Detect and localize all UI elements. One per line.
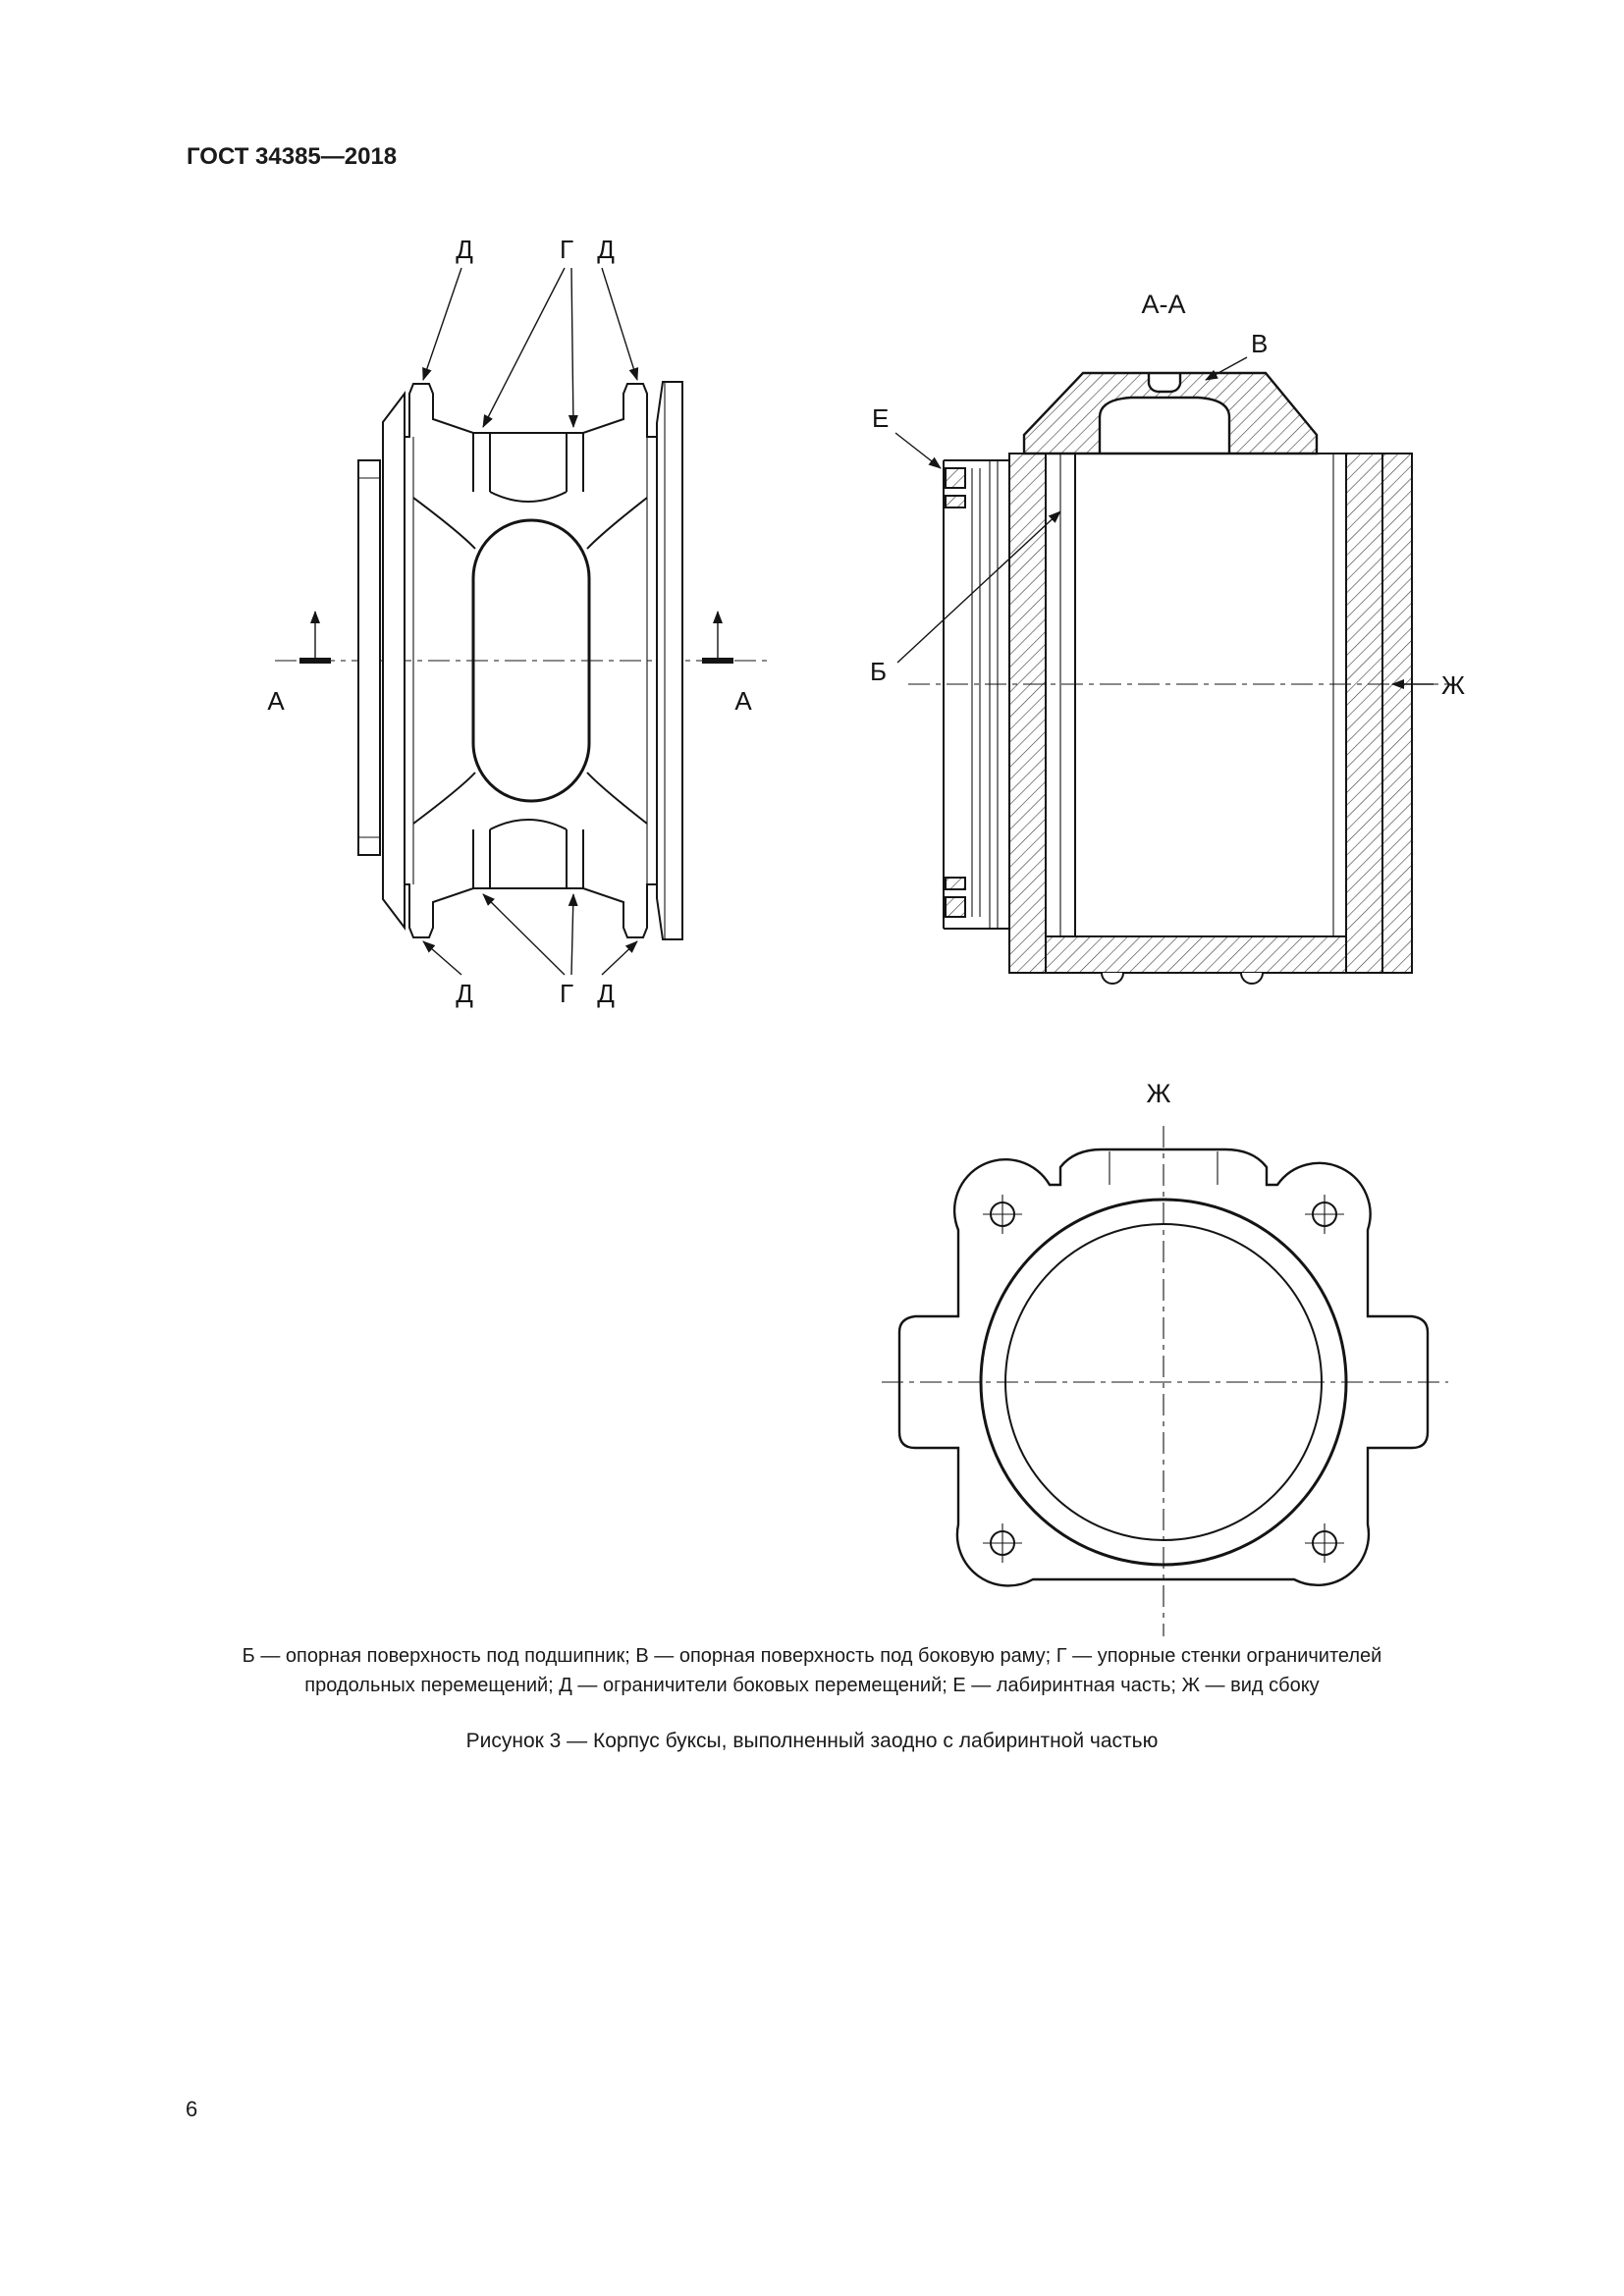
bolt-holes [983, 1195, 1344, 1563]
bottom-lug [1101, 972, 1124, 985]
section-view-drawing: А-А [870, 290, 1465, 985]
housing-walls [1008, 453, 1413, 974]
figure-caption: Рисунок 3 — Корпус буксы, выполненный за… [465, 1730, 1159, 1752]
label-d-bottom-left: Д [456, 979, 473, 1008]
labyrinth-part [943, 459, 1009, 930]
page-number: 6 [186, 2097, 198, 2121]
label-e: Е [872, 403, 889, 433]
section-view-title: А-А [1141, 290, 1185, 319]
label-d-bottom-right: Д [597, 979, 615, 1008]
labyrinth-flange [382, 391, 406, 931]
figure-legend: Б — опорная поверхность под подшипник; В… [0, 1641, 1624, 1700]
label-d-top-left: Д [456, 235, 473, 264]
legend-line-1: Б — опорная поверхность под подшипник; В… [242, 1645, 1382, 1667]
side-view-drawing: Ж [882, 1079, 1448, 1636]
label-d-top-right: Д [597, 235, 615, 264]
side-view-title: Ж [1147, 1079, 1171, 1108]
right-flange [656, 381, 683, 940]
legend-line-2: продольных перемещений; Д — ограничители… [304, 1675, 1320, 1696]
front-leaders [422, 267, 639, 976]
side-frame-saddle [1022, 371, 1319, 455]
front-view-body [357, 381, 683, 940]
label-v: В [1251, 329, 1268, 358]
bore-opening [471, 518, 591, 803]
label-zh-arrow: Ж [1441, 670, 1465, 700]
section-label-a-right: А [734, 686, 752, 716]
label-g-bottom: Г [560, 979, 573, 1008]
section-cut-marks [299, 611, 733, 664]
label-b: Б [870, 657, 887, 686]
bottom-lug [1240, 972, 1264, 985]
label-g-top: Г [560, 235, 573, 264]
front-view-drawing: Д Г Д Д Г Д А А [267, 235, 773, 1008]
document-code: ГОСТ 34385—2018 [187, 143, 398, 170]
section-label-a-left: А [267, 686, 285, 716]
